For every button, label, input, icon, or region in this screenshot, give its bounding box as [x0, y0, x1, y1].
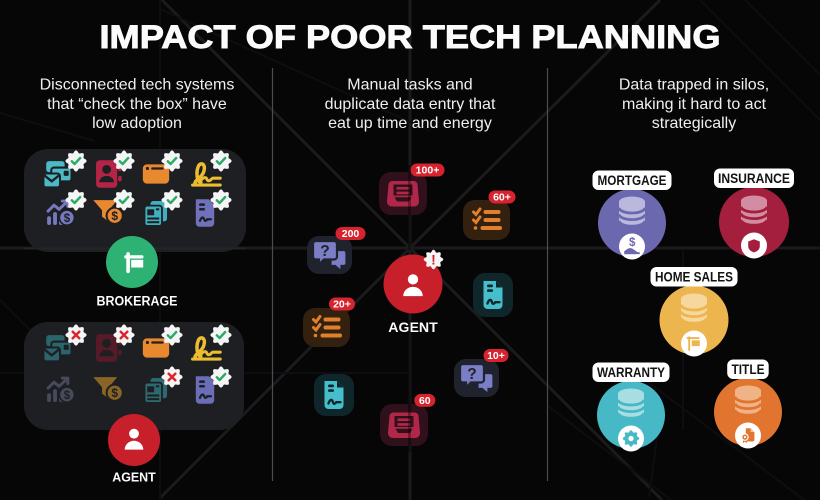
svg-text:that “check the box” have: that “check the box” have	[47, 96, 227, 113]
svg-text:!: !	[431, 251, 436, 267]
svg-text:AGENT: AGENT	[388, 320, 438, 335]
svg-text:$: $	[64, 390, 71, 402]
svg-text:$: $	[629, 237, 636, 249]
svg-text:Data trapped in silos,: Data trapped in silos,	[619, 77, 769, 94]
svg-text:10+: 10+	[487, 350, 505, 362]
svg-text:MORTGAGE: MORTGAGE	[598, 173, 667, 188]
svg-text:$: $	[111, 386, 118, 400]
svg-text:$: $	[64, 213, 71, 225]
svg-text:BROKERAGE: BROKERAGE	[97, 294, 178, 309]
svg-text:making it hard to act: making it hard to act	[622, 96, 767, 113]
svg-text:eat up time and energy: eat up time and energy	[328, 115, 492, 132]
svg-text:HOME SALES: HOME SALES	[655, 270, 733, 285]
svg-text:100+: 100+	[416, 165, 440, 177]
svg-text:low adoption: low adoption	[92, 115, 182, 132]
svg-text:duplicate data entry that: duplicate data entry that	[325, 96, 496, 113]
svg-text:?: ?	[467, 366, 476, 383]
svg-text:20+: 20+	[333, 299, 351, 311]
svg-text:INSURANCE: INSURANCE	[718, 171, 790, 186]
svg-text:Manual tasks and: Manual tasks and	[347, 77, 472, 94]
svg-text:60: 60	[419, 395, 431, 407]
svg-text:WARRANTY: WARRANTY	[597, 365, 665, 380]
svg-text:IMPACT OF POOR TECH PLANNING: IMPACT OF POOR TECH PLANNING	[100, 19, 721, 55]
svg-text:200: 200	[342, 228, 360, 240]
svg-text:$: $	[111, 209, 118, 223]
svg-text:Disconnected tech systems: Disconnected tech systems	[40, 77, 235, 94]
svg-text:TITLE: TITLE	[732, 362, 765, 377]
svg-text:60+: 60+	[493, 192, 511, 204]
svg-text:strategically: strategically	[652, 115, 736, 132]
svg-text:AGENT: AGENT	[112, 470, 156, 485]
svg-text:?: ?	[320, 243, 329, 260]
